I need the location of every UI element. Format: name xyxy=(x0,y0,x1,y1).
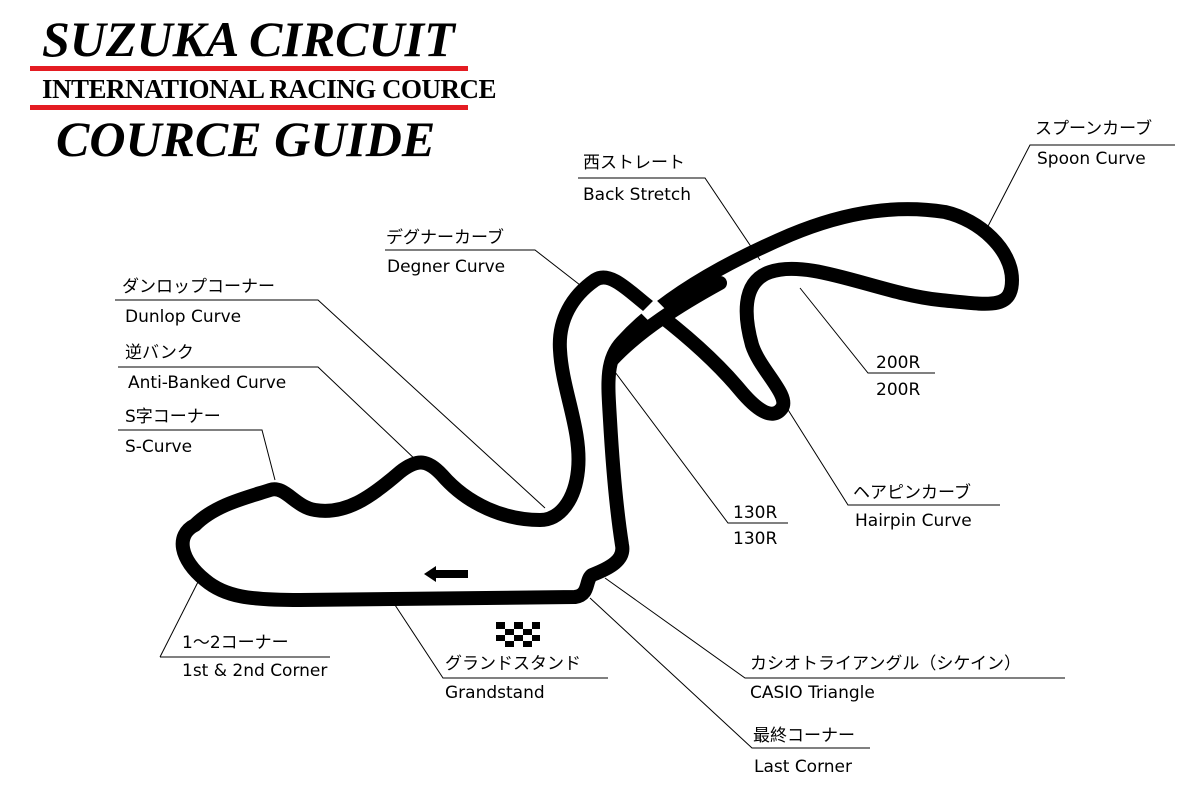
title-main: SUZUKA CIRCUIT xyxy=(42,11,455,67)
label-1st-2nd-corner-jp: 1～2コーナー xyxy=(182,633,289,653)
label-hairpin-jp: ヘアピンカーブ xyxy=(853,482,971,503)
label-s-curve-en: S-Curve xyxy=(125,437,192,457)
label-130r-bottom: 130R xyxy=(733,529,777,549)
label-casio-triangle-jp: カシオトライアングル（シケイン） xyxy=(750,654,1021,674)
label-anti-banked-en: Anti-Banked Curve xyxy=(128,373,286,393)
direction-arrow-icon xyxy=(424,566,468,582)
label-hairpin-en: Hairpin Curve xyxy=(855,511,972,531)
label-degner-en: Degner Curve xyxy=(387,257,505,277)
label-130r-top: 130R xyxy=(733,503,777,523)
label-last-corner-en: Last Corner xyxy=(754,757,852,777)
label-grandstand-en: Grandstand xyxy=(445,683,545,703)
label-s-curve-jp: S字コーナー xyxy=(125,407,221,427)
label-spoon-en: Spoon Curve xyxy=(1037,149,1146,169)
label-dunlop-en: Dunlop Curve xyxy=(125,307,241,327)
label-back-stretch-jp: 西ストレート xyxy=(583,153,685,173)
label-dunlop-jp: ダンロップコーナー xyxy=(122,277,275,297)
label-degner-jp: デグナーカーブ xyxy=(386,227,504,248)
circuit-track xyxy=(175,202,1019,607)
label-1st-2nd-corner-en: 1st & 2nd Corner xyxy=(182,661,327,681)
label-200r-top: 200R xyxy=(876,353,920,373)
label-back-stretch-en: Back Stretch xyxy=(583,185,691,205)
title-red-rule-bottom xyxy=(30,105,468,110)
leader-lines xyxy=(115,144,1175,749)
label-casio-triangle-en: CASIO Triangle xyxy=(750,683,875,703)
label-anti-banked-jp: 逆バンク xyxy=(125,343,194,363)
crossover-bridge xyxy=(605,276,727,367)
title-red-rule-top xyxy=(30,66,468,71)
label-spoon-jp: スプーンカーブ xyxy=(1035,118,1152,139)
label-200r-bottom: 200R xyxy=(876,380,920,400)
label-grandstand-jp: グランドスタンド xyxy=(445,654,581,674)
title-course-guide: COURCE GUIDE xyxy=(56,111,436,167)
title-subtitle: INTERNATIONAL RACING COURCE xyxy=(42,74,497,104)
checkered-flag-icon xyxy=(496,622,540,648)
label-last-corner-jp: 最終コーナー xyxy=(753,726,855,746)
